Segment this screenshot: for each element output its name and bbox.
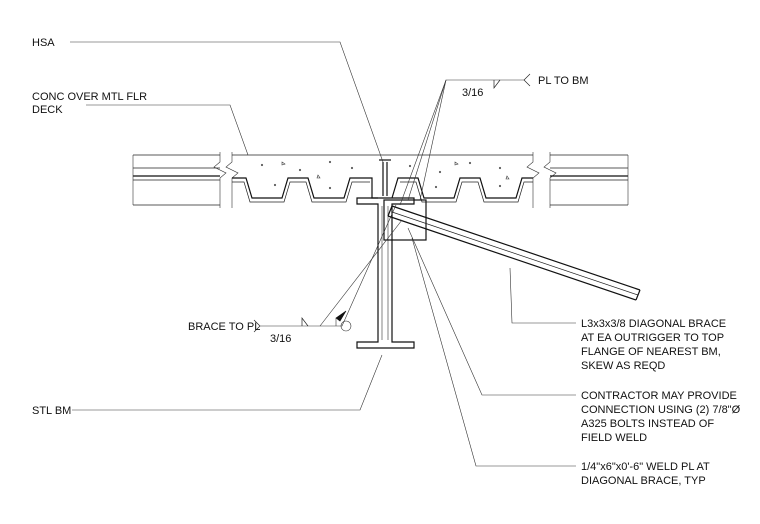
diag-brace-note-line3: FLANGE OF NEAREST BM, <box>581 346 721 358</box>
steel-beam <box>356 197 415 349</box>
weld-size-top-label: 3/16 <box>462 87 483 99</box>
stl-bm-label: STL BM <box>32 405 71 417</box>
headed-stud-anchor <box>379 159 391 196</box>
weld-pl-note-line2: DIAGONAL BRACE, TYP <box>581 475 706 487</box>
contractor-note-line3: A325 BOLTS INSTEAD OF <box>581 418 714 430</box>
slab-segment-left <box>132 152 227 208</box>
slab-segment-right <box>543 152 629 208</box>
weld-pl-note-line1: 1/4"x6"x0'-6" WELD PL AT <box>581 461 710 473</box>
diagonal-brace <box>387 205 641 301</box>
weld-size-bottom-label: 3/16 <box>270 333 291 345</box>
weld-symbol-bottom <box>253 310 347 333</box>
contractor-note-line1: CONTRACTOR MAY PROVIDE <box>581 390 737 402</box>
leader-lines <box>70 41 576 467</box>
brace-to-pl-label: BRACE TO PL <box>188 321 260 333</box>
conc-deck-label-line2: DECK <box>32 104 63 116</box>
diag-brace-note-line4: SKEW AS REQD <box>581 360 665 372</box>
contractor-note-line4: FIELD WELD <box>581 432 647 444</box>
contractor-note-line2: CONNECTION USING (2) 7/8"Ø <box>581 404 741 416</box>
concrete-deck-slab <box>132 152 629 208</box>
pl-to-bm-label: PL TO BM <box>538 75 589 87</box>
diag-brace-note-line1: L3x3x3/8 DIAGONAL BRACE <box>581 318 726 330</box>
weld-symbol-top <box>493 73 531 90</box>
slab-segment-middle <box>225 152 540 208</box>
conc-deck-label-line1: CONC OVER MTL FLR <box>32 91 147 103</box>
weld-plate <box>383 199 427 241</box>
diag-brace-note-line2: AT EA OUTRIGGER TO TOP <box>581 332 724 344</box>
hsa-label: HSA <box>32 37 55 49</box>
